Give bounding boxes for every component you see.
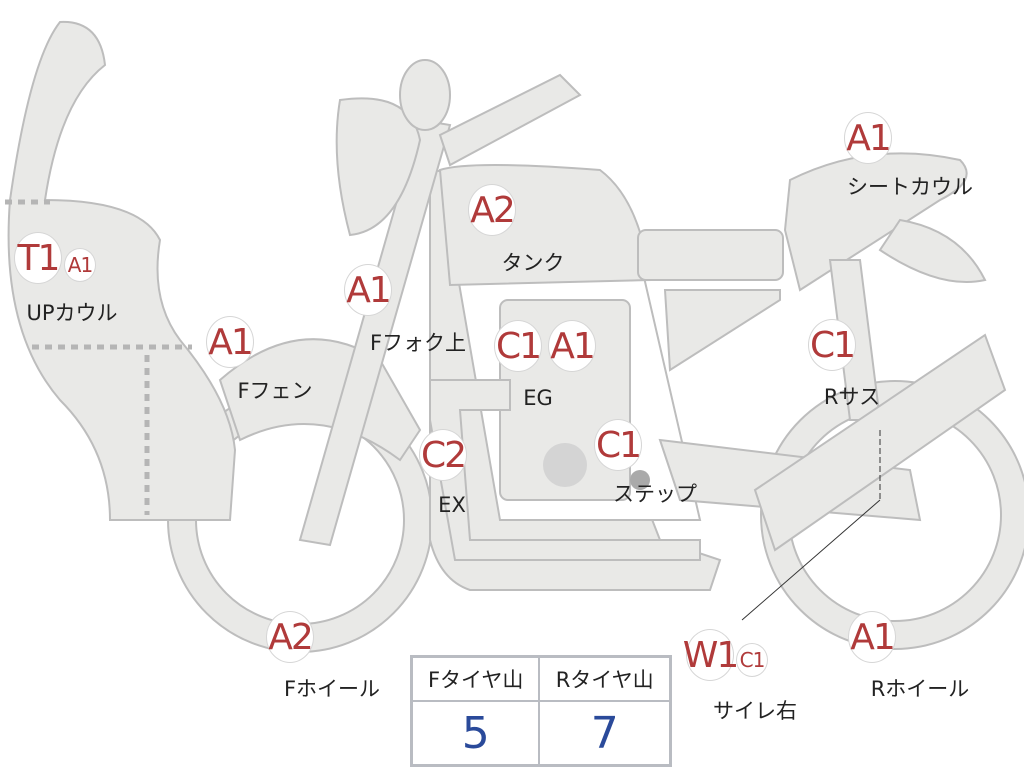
damage-badge-r-wheel[interactable]: A1 [848,611,896,663]
part-label-silencer: サイレ右 [713,699,797,723]
damage-badge-f-fender[interactable]: A1 [206,316,254,368]
damage-badge-up-cowl-t1[interactable]: T1 [14,232,62,284]
part-label-r-wheel: Rホイール [870,677,970,701]
part-label-engine: EG [523,386,553,410]
damage-badge-engine-c1[interactable]: C1 [494,320,542,372]
part-label-tank: タンク [501,251,565,275]
damage-badge-exhaust[interactable]: C2 [419,429,467,481]
upper-cowl-shape [7,20,237,521]
part-label-f-fork: Fフォク上 [369,331,467,355]
damage-badge-f-wheel[interactable]: A2 [266,611,314,663]
r-tire-value: 7 [538,700,672,767]
part-label-seat-cowl: シートカウル [847,175,973,199]
damage-badge-up-cowl-a1[interactable]: A1 [64,248,96,282]
damage-badge-tank[interactable]: A2 [468,184,516,236]
damage-badge-engine-a1[interactable]: A1 [548,320,596,372]
part-label-f-fender: Fフェン [237,379,313,403]
part-label-r-suspension: Rサス [823,385,881,409]
part-label-exhaust: EX [438,493,466,517]
f-tire-header: Fタイヤ山 [410,655,541,702]
part-label-up-cowl: UPカウル [26,301,118,325]
damage-badge-r-suspension[interactable]: C1 [808,319,856,371]
seat-shape [637,229,784,281]
damage-badge-step[interactable]: C1 [594,419,642,471]
part-label-f-wheel: Fホイール [283,677,381,701]
seat-cowl-shape [783,152,968,292]
r-tire-header: Rタイヤ山 [538,655,672,702]
f-tire-value: 5 [410,700,541,767]
damage-badge-silencer-c1[interactable]: C1 [736,643,768,677]
part-label-step: ステップ [613,482,697,506]
exhaust-shape [429,379,701,561]
damage-badge-f-fork[interactable]: A1 [344,264,392,316]
damage-badge-silencer-w1[interactable]: W1 [683,629,739,681]
tire-tread-table: Fタイヤ山 Rタイヤ山 5 7 [410,655,672,767]
damage-badge-seat-cowl[interactable]: A1 [844,112,892,164]
